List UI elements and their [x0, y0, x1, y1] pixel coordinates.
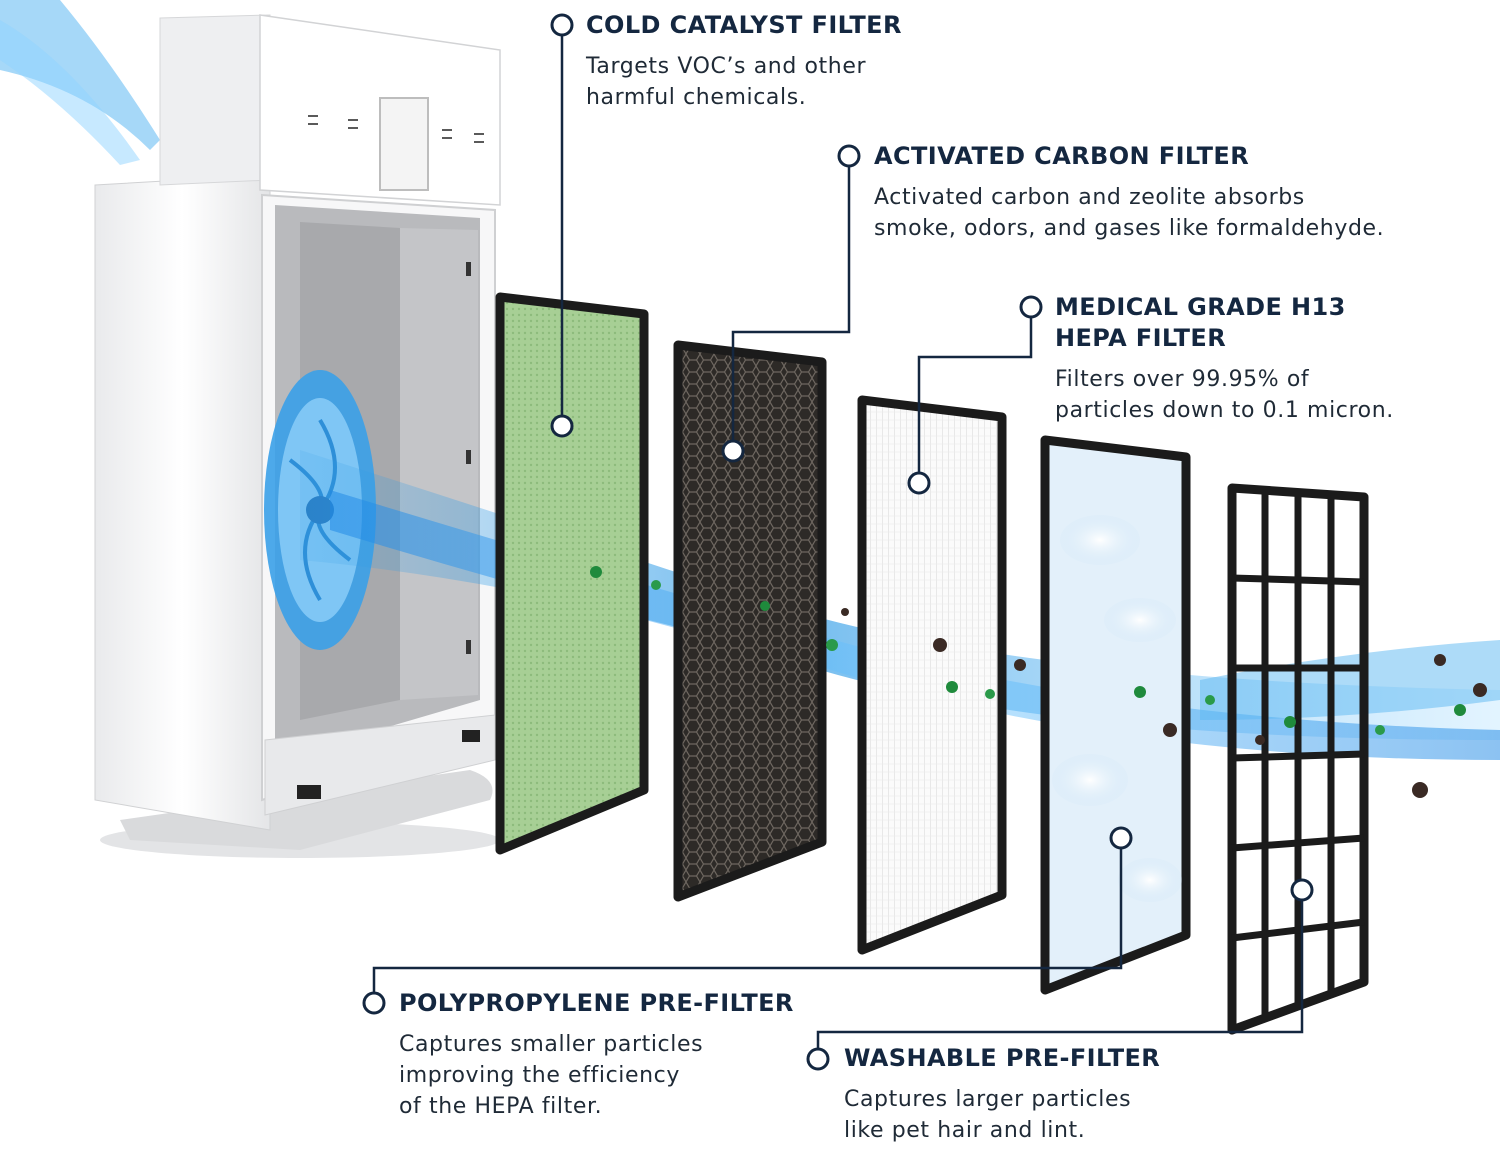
leader-line-washable — [816, 890, 1304, 1059]
particle-icon — [590, 566, 1487, 798]
leader-line-polypropylene — [372, 838, 1123, 1003]
washable-pre-filter-panel — [1227, 483, 1369, 1035]
description-line: Activated carbon and zeolite absorbs — [874, 185, 1305, 210]
title-line: MEDICAL GRADE H13 — [1055, 293, 1346, 321]
description-line: Filters over 99.95% of — [1055, 367, 1310, 392]
leader-line-activated-carbon — [731, 156, 851, 451]
description-line: Targets VOC’s and other — [586, 54, 867, 79]
callout-hepa: MEDICAL GRADE H13 HEPA FILTER Filters ov… — [1055, 292, 1475, 426]
description-line: improving the efficiency — [399, 1063, 680, 1088]
cold-catalyst-filter-panel — [495, 292, 649, 855]
airflow-wisp-top-left — [0, 0, 160, 165]
callout-description: Activated carbon and zeolite absorbs smo… — [874, 182, 1474, 244]
description-line: of the HEPA filter. — [399, 1094, 603, 1119]
polypropylene-pre-filter-panel — [1040, 435, 1191, 995]
callout-description: Captures larger particles like pet hair … — [844, 1084, 1264, 1146]
description-line: Captures smaller particles — [399, 1032, 704, 1057]
callout-title: COLD CATALYST FILTER — [586, 11, 902, 39]
callout-description: Filters over 99.95% of particles down to… — [1055, 364, 1475, 426]
callout-description: Captures smaller particles improving the… — [399, 1029, 819, 1122]
description-line: particles down to 0.1 micron. — [1055, 398, 1394, 423]
callout-polypropylene: POLYPROPYLENE PRE-FILTER Captures smalle… — [399, 988, 819, 1122]
leader-line-hepa — [917, 307, 1033, 483]
leader-lines — [372, 25, 1304, 1059]
callout-title: WASHABLE PRE-FILTER — [844, 1044, 1161, 1072]
callout-title: MEDICAL GRADE H13 HEPA FILTER — [1055, 292, 1475, 354]
hepa-filter-panel — [857, 395, 1007, 955]
description-line: smoke, odors, and gases like formaldehyd… — [874, 216, 1385, 241]
callout-marker-icon — [362, 13, 1314, 1071]
callout-title: POLYPROPYLENE PRE-FILTER — [399, 989, 794, 1017]
activated-carbon-filter-panel — [673, 340, 827, 902]
callout-cold-catalyst: COLD CATALYST FILTER Targets VOC’s and o… — [586, 10, 966, 113]
callout-title: ACTIVATED CARBON FILTER — [874, 142, 1250, 170]
callout-description: Targets VOC’s and other harmful chemical… — [586, 51, 966, 113]
description-line: Captures larger particles — [844, 1087, 1132, 1112]
description-line: harmful chemicals. — [586, 85, 807, 110]
callout-activated-carbon: ACTIVATED CARBON FILTER Activated carbon… — [874, 141, 1474, 244]
title-line: HEPA FILTER — [1055, 324, 1227, 352]
description-line: like pet hair and lint. — [844, 1118, 1086, 1143]
callout-washable: WASHABLE PRE-FILTER Captures larger part… — [844, 1043, 1264, 1146]
